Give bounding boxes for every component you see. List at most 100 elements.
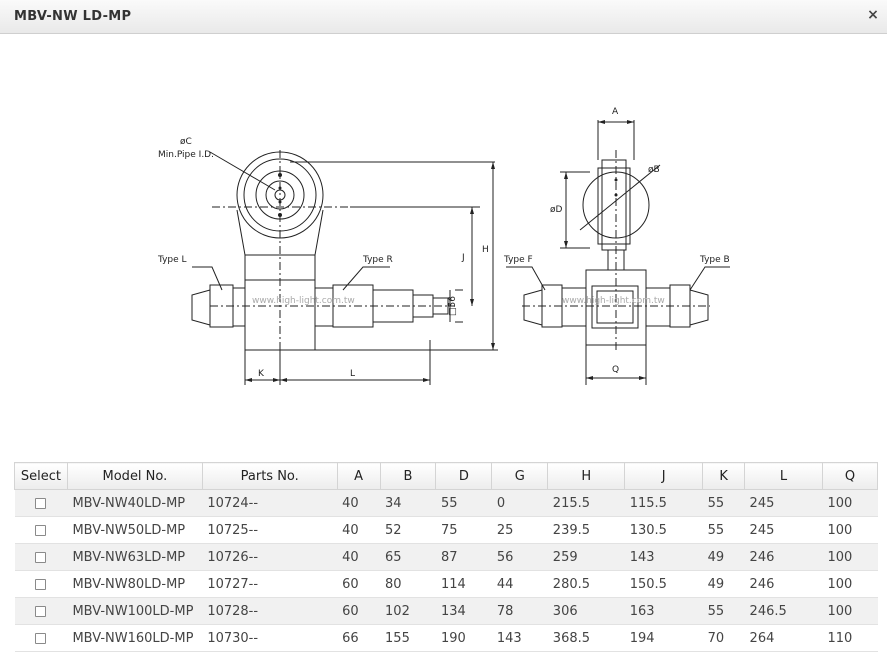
column-header: Select: [14, 462, 68, 490]
label-dim-q: Q: [612, 365, 619, 375]
table-cell: 55: [702, 516, 745, 544]
table-cell: 49: [702, 570, 745, 598]
table-cell: 40: [337, 489, 381, 517]
watermark-left: www.high-light.com.tw: [252, 296, 355, 306]
table-cell: 55: [435, 489, 492, 517]
column-header: H: [547, 462, 626, 490]
select-cell: [14, 624, 68, 652]
table-cell: 100: [822, 543, 878, 571]
table-cell: 10725--: [202, 516, 338, 544]
table-cell: 245: [744, 489, 823, 517]
table-cell: 368.5: [547, 624, 625, 652]
column-header: A: [336, 462, 381, 490]
valve-technical-drawing: øC Min.Pipe I.D. Type L Type R J H □56 K…: [157, 107, 730, 385]
table-cell: 239.5: [547, 516, 625, 544]
column-header: Q: [821, 462, 879, 490]
label-type-r: Type R: [362, 255, 393, 265]
table-cell: 115.5: [624, 489, 703, 517]
table-cell: 102: [380, 597, 436, 625]
table-cell: 55: [702, 489, 745, 517]
label-dim-phi-d: øD: [550, 205, 563, 215]
label-type-f: Type F: [503, 255, 533, 265]
column-header: G: [491, 462, 549, 490]
table-cell: 134: [435, 597, 492, 625]
table-cell: 194: [624, 624, 703, 652]
table-cell: 87: [435, 543, 492, 571]
table-cell: 114: [435, 570, 492, 598]
label-dim-j: J: [461, 253, 465, 263]
table-cell: MBV-NW80LD-MP: [67, 570, 203, 598]
table-cell: 0: [491, 489, 548, 517]
row-select-checkbox[interactable]: [35, 605, 47, 617]
label-dim-a: A: [612, 107, 619, 117]
label-phi-c: øC: [180, 137, 192, 147]
table-cell: 78: [491, 597, 548, 625]
table-cell: 10726--: [202, 543, 338, 571]
label-type-b: Type B: [699, 255, 730, 265]
table-cell: 40: [337, 543, 381, 571]
column-header: Model No.: [66, 462, 203, 490]
table-cell: 60: [337, 570, 381, 598]
table-cell: MBV-NW160LD-MP: [67, 624, 203, 652]
table-cell: 143: [624, 543, 703, 571]
row-select-checkbox[interactable]: [35, 551, 47, 563]
label-dim-h: H: [482, 245, 489, 255]
table-cell: MBV-NW50LD-MP: [67, 516, 203, 544]
table-cell: 100: [822, 489, 878, 517]
label-dim-k: K: [258, 369, 265, 379]
table-cell: 306: [547, 597, 625, 625]
table-cell: 49: [702, 543, 745, 571]
column-header: J: [624, 462, 704, 490]
watermark-right: www.high-light.com.tw: [562, 296, 665, 306]
table-cell: 215.5: [547, 489, 625, 517]
select-cell: [14, 570, 68, 598]
select-cell: [14, 489, 68, 517]
table-cell: 10728--: [202, 597, 338, 625]
label-dim-l: L: [350, 369, 355, 379]
table-cell: 246.5: [744, 597, 823, 625]
label-dim-56: □56: [448, 296, 458, 316]
table-cell: 70: [702, 624, 745, 652]
table-cell: MBV-NW100LD-MP: [67, 597, 203, 625]
table-cell: 34: [380, 489, 436, 517]
table-cell: 259: [547, 543, 625, 571]
table-cell: 130.5: [624, 516, 703, 544]
table-cell: 55: [702, 597, 745, 625]
column-header: D: [435, 462, 493, 490]
column-header: B: [379, 462, 437, 490]
column-header: L: [744, 462, 823, 490]
select-cell: [14, 543, 68, 571]
table-cell: 100: [822, 516, 878, 544]
row-select-checkbox[interactable]: [35, 497, 47, 509]
table-cell: 10727--: [202, 570, 338, 598]
table-cell: 264: [744, 624, 823, 652]
select-cell: [14, 597, 68, 625]
table-cell: 155: [380, 624, 436, 652]
close-icon[interactable]: ×: [867, 7, 879, 23]
table-cell: 40: [337, 516, 381, 544]
table-cell: 56: [491, 543, 548, 571]
table-cell: 44: [491, 570, 548, 598]
table-cell: 190: [435, 624, 492, 652]
select-cell: [14, 516, 68, 544]
table-cell: 80: [380, 570, 436, 598]
label-min-pipe: Min.Pipe I.D.: [158, 150, 214, 160]
row-select-checkbox[interactable]: [35, 524, 47, 536]
column-header: K: [702, 462, 746, 490]
table-cell: 10730--: [202, 624, 338, 652]
table-cell: 110: [822, 624, 878, 652]
table-cell: 246: [744, 543, 823, 571]
table-cell: 280.5: [547, 570, 625, 598]
table-cell: 246: [744, 570, 823, 598]
row-select-checkbox[interactable]: [35, 578, 47, 590]
row-select-checkbox[interactable]: [35, 632, 47, 644]
table-cell: 163: [624, 597, 703, 625]
